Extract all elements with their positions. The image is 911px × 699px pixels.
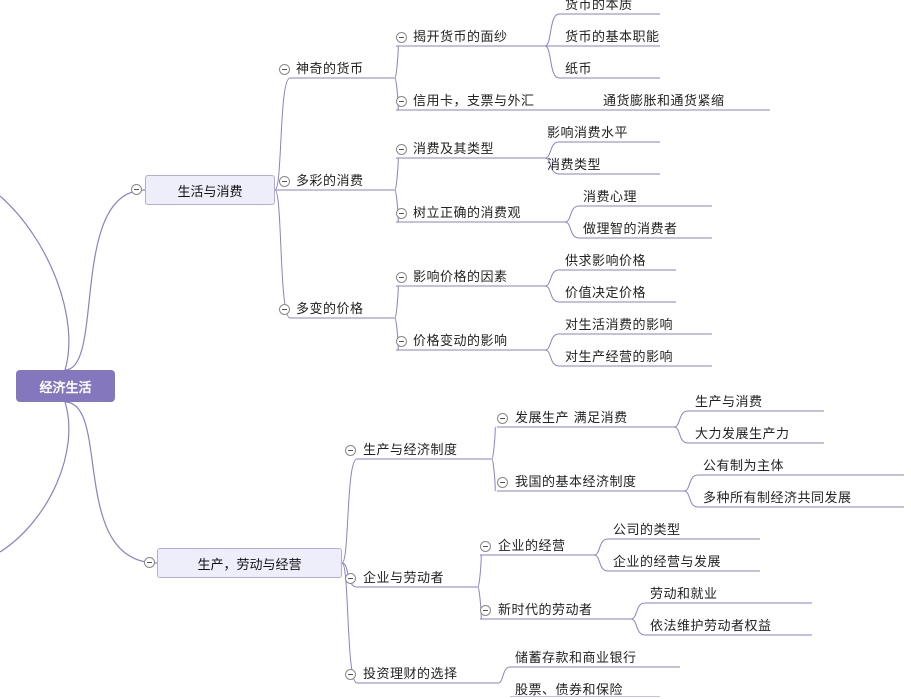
collapse-icon[interactable] — [279, 176, 290, 187]
leaf-node[interactable]: 公有制为主体 — [703, 459, 785, 474]
connector-line — [491, 426, 496, 460]
collapse-icon[interactable] — [345, 445, 356, 456]
connector-line — [544, 333, 560, 351]
connector-line — [497, 666, 511, 684]
connector-line — [544, 269, 560, 287]
connector-line — [394, 45, 399, 79]
connector-line — [564, 221, 580, 239]
connector-line — [544, 13, 560, 47]
connector-line — [491, 458, 496, 492]
subtopic-node[interactable]: 股票、债券和保险 — [515, 683, 624, 698]
subtopic-node[interactable]: 消费及其类型 — [413, 142, 495, 157]
collapse-icon[interactable] — [396, 208, 407, 219]
leaf-node[interactable]: 影响消费水平 — [547, 126, 629, 141]
leaf-node[interactable]: 生产与消费 — [695, 395, 763, 410]
connector-line — [544, 157, 560, 175]
leaf-node[interactable]: 公司的类型 — [613, 523, 681, 538]
connector-line — [630, 618, 646, 636]
root-label: 经济生活 — [39, 380, 92, 396]
collapse-icon[interactable] — [279, 304, 290, 315]
collapse-icon[interactable] — [480, 605, 491, 616]
connector-line — [593, 538, 609, 556]
leaf-node[interactable]: 通货膨胀和通货紧缩 — [603, 94, 725, 109]
connector-line — [683, 490, 699, 508]
connector-line — [394, 77, 399, 111]
connector-line — [544, 45, 560, 79]
connector-line — [630, 602, 646, 620]
connector-line — [673, 410, 689, 428]
subtopic-node[interactable]: 揭开货币的面纱 — [413, 30, 508, 45]
leaf-node[interactable]: 供求影响价格 — [565, 254, 647, 269]
collapse-icon[interactable] — [497, 477, 508, 488]
collapse-icon[interactable] — [396, 96, 407, 107]
collapse-icon[interactable] — [345, 669, 356, 680]
leaf-node[interactable]: 对生活消费的影响 — [565, 318, 674, 333]
leaf-node[interactable]: 企业的经营与发展 — [613, 555, 722, 570]
leaf-node[interactable]: 多种所有制经济共同发展 — [703, 491, 852, 506]
subtopic-node[interactable]: 影响价格的因素 — [413, 270, 508, 285]
connector-line — [683, 474, 699, 492]
connector-line — [394, 189, 399, 223]
subtopic-node[interactable]: 新时代的劳动者 — [498, 603, 593, 618]
topic-node[interactable]: 多彩的消费 — [296, 174, 364, 189]
branch-node-production-labor[interactable]: 生产，劳动与经营 — [157, 548, 342, 578]
connector-line — [64, 189, 146, 371]
topic-node[interactable]: 投资理财的选择 — [363, 667, 458, 682]
leaf-node[interactable]: 依法维护劳动者权益 — [650, 619, 772, 634]
subtopic-node[interactable]: 我国的基本经济制度 — [515, 475, 637, 490]
topic-node[interactable]: 多变的价格 — [296, 302, 364, 317]
connector-line — [274, 77, 291, 191]
collapse-icon[interactable] — [396, 32, 407, 43]
leaf-node[interactable]: 消费类型 — [547, 158, 602, 173]
connector-line — [593, 554, 609, 572]
collapse-icon[interactable] — [279, 64, 290, 75]
connector-line — [544, 285, 560, 303]
leaf-node[interactable]: 价值决定价格 — [565, 286, 647, 301]
connector-line — [673, 426, 689, 444]
connector-line — [0, 195, 70, 371]
topic-node[interactable]: 企业与劳动者 — [363, 571, 445, 586]
connector-line — [394, 157, 399, 191]
connector-line — [0, 401, 70, 553]
root-node[interactable]: 经济生活 — [16, 370, 115, 402]
subtopic-node[interactable]: 储蓄存款和商业银行 — [515, 651, 637, 666]
connector-line — [341, 458, 358, 564]
subtopic-node[interactable]: 信用卡，支票与外汇 — [413, 94, 535, 109]
connector-line — [394, 317, 399, 351]
subtopic-node[interactable]: 发展生产 满足消费 — [515, 411, 628, 426]
branch-node-living-consumption[interactable]: 生活与消费 — [145, 175, 275, 205]
connector-line — [544, 141, 560, 159]
leaf-node[interactable]: 消费心理 — [583, 190, 638, 205]
collapse-icon[interactable] — [131, 184, 142, 195]
connector-line — [544, 349, 560, 367]
collapse-icon[interactable] — [144, 557, 155, 568]
topic-node[interactable]: 神奇的货币 — [296, 62, 364, 77]
subtopic-node[interactable]: 企业的经营 — [498, 539, 566, 554]
collapse-icon[interactable] — [396, 144, 407, 155]
leaf-node[interactable]: 做理智的消费者 — [583, 222, 678, 237]
connector-line — [564, 205, 580, 223]
collapse-icon[interactable] — [497, 413, 508, 424]
leaf-node[interactable]: 货币的本质 — [565, 0, 633, 13]
collapse-icon[interactable] — [345, 573, 356, 584]
subtopic-node[interactable]: 树立正确的消费观 — [413, 206, 522, 221]
subtopic-node[interactable]: 价格变动的影响 — [413, 334, 508, 349]
collapse-icon[interactable] — [396, 336, 407, 347]
leaf-node[interactable]: 对生产经营的影响 — [565, 350, 674, 365]
connector-line — [477, 586, 482, 620]
connector-line — [64, 401, 158, 564]
connector-line — [274, 189, 291, 319]
leaf-node[interactable]: 大力发展生产力 — [695, 427, 790, 442]
collapse-icon[interactable] — [396, 272, 407, 283]
leaf-node[interactable]: 纸币 — [565, 62, 593, 77]
topic-node[interactable]: 生产与经济制度 — [363, 443, 458, 458]
collapse-icon[interactable] — [480, 541, 491, 552]
connector-line — [394, 285, 399, 319]
leaf-node[interactable]: 劳动和就业 — [650, 587, 718, 602]
connector-line — [477, 554, 482, 588]
leaf-node[interactable]: 货币的基本职能 — [565, 30, 660, 45]
